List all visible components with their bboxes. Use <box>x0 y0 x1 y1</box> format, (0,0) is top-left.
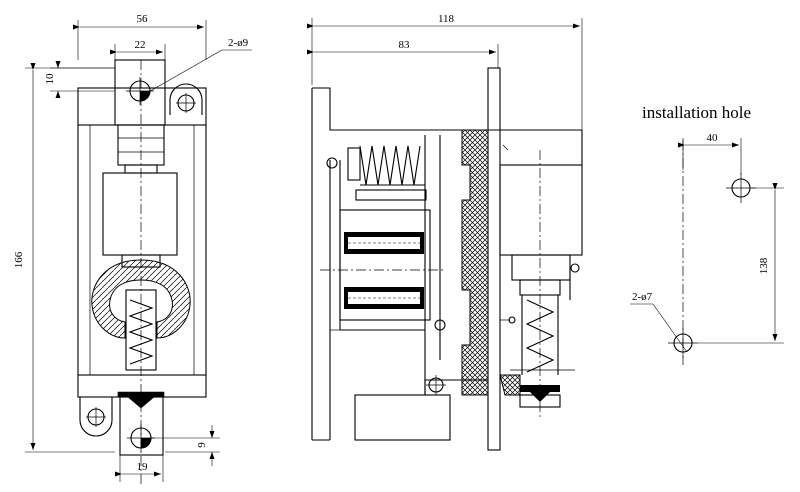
width-label: 56 <box>137 13 149 25</box>
dimension-partial-depth-83: 83 <box>307 39 499 68</box>
installation-hole-title: installation hole <box>642 103 751 122</box>
installation-hole-top <box>726 173 756 203</box>
bottom-width-label: 19 <box>137 461 149 473</box>
bottom-offset-label: 9 <box>196 442 208 448</box>
height-label: 166 <box>13 251 25 268</box>
hole-note-label: 2-ø9 <box>228 37 249 49</box>
spacing-y-label: 138 <box>758 257 770 274</box>
partial-depth-label: 83 <box>399 39 411 51</box>
installation-hole-view: installation hole 40 138 <box>630 103 784 365</box>
side-coil <box>320 209 445 331</box>
top-offset-label: 10 <box>44 73 56 85</box>
dimension-spacing-y-138: 138 <box>698 183 784 344</box>
side-lower <box>354 319 488 441</box>
front-view: 56 22 2-ø9 10 166 <box>13 13 252 485</box>
dimension-width-56: 56 <box>73 13 207 60</box>
side-view: 118 83 <box>307 13 583 451</box>
side-spring <box>326 145 427 201</box>
dimension-bottom-width-19: 19 <box>115 455 164 482</box>
hole-note-leader: 2-ø9 <box>144 37 252 95</box>
front-top-bracket <box>77 59 207 126</box>
hole-spacing-label: 22 <box>135 39 146 51</box>
dimension-depth-118: 118 <box>307 13 583 160</box>
installation-hole-note: 2-ø7 <box>630 291 688 353</box>
side-housing <box>311 67 583 451</box>
dimension-height-166: 166 <box>13 63 115 453</box>
front-body <box>77 124 207 456</box>
installation-hole-note-label: 2-ø7 <box>632 291 653 303</box>
spacing-x-label: 40 <box>707 132 719 144</box>
side-right-assembly <box>499 144 583 420</box>
dimension-bottom-offset-9: 9 <box>150 425 220 466</box>
dimension-spacing-x-40: 40 <box>678 132 742 175</box>
dimension-top-offset-10: 10 <box>44 61 115 98</box>
depth-label: 118 <box>438 13 455 25</box>
side-armature <box>461 129 489 396</box>
